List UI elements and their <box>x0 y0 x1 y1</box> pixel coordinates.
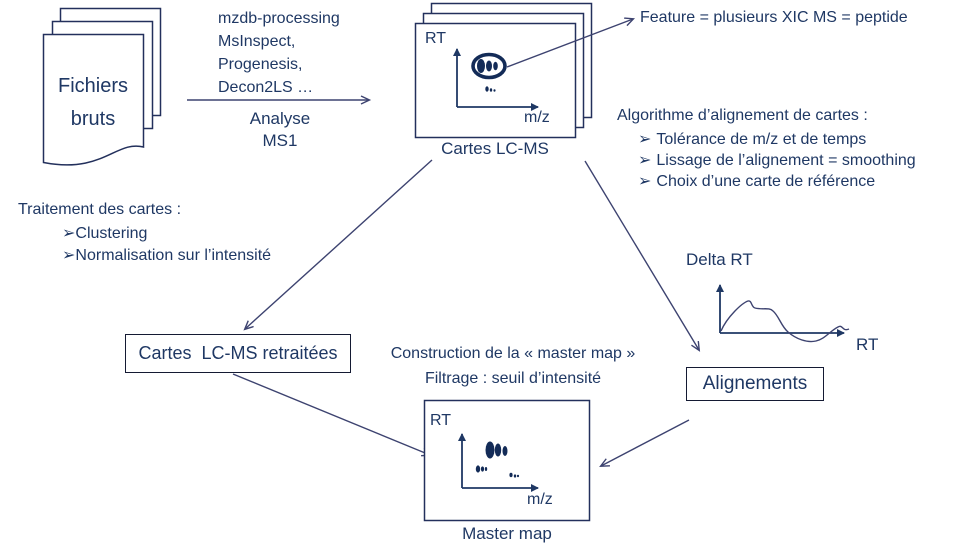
arrow-to-reprocessed <box>245 159 433 329</box>
bullet-item: ➢ Choix d’une carte de référence <box>638 173 876 190</box>
feature-annotation: Feature = plusieurs XIC MS = peptide <box>640 9 908 26</box>
raw-files-icon <box>42 7 162 166</box>
reprocessed-maps-box: Cartes LC-MS retraitées <box>125 334 351 373</box>
master-map-construction-note: Construction de la « master map » Filtra… <box>390 345 636 387</box>
bullet-item: ➢ Lissage de l’alignement = smoothing <box>638 152 916 169</box>
bullet-arrow-icon: ➢ <box>638 173 652 190</box>
master-map-features <box>475 441 520 478</box>
master-map-rt-axis-label: RT <box>430 412 452 429</box>
bullet-arrow-icon: ➢ <box>62 225 76 242</box>
alignment-curve <box>720 300 850 343</box>
arrow-to-alignements <box>584 160 699 350</box>
arrow-feature-callout <box>506 19 633 68</box>
alignements-label: Alignements <box>702 373 808 394</box>
raw-files-label: Fichiers bruts <box>57 75 128 130</box>
master-map-box <box>423 399 591 522</box>
delta-plot-rt-label: RT <box>856 335 879 354</box>
small-feature-dots <box>485 86 496 92</box>
feature-ellipse <box>471 52 507 80</box>
delta-rt-plot <box>716 284 850 343</box>
master-map-mz-axis-label: m/z <box>527 491 553 508</box>
reprocessed-maps-label: Cartes LC-MS retraitées <box>138 343 338 363</box>
arrow-alignements-to-master <box>601 419 690 466</box>
alignment-algorithm-bullets: ➢ Tolérance de m/z et de temps ➢ Lissage… <box>638 129 916 192</box>
lcms-maps-caption: Cartes LC-MS <box>441 139 549 158</box>
bullet-item: ➢ Tolérance de m/z et de temps <box>638 131 867 148</box>
analysis-tools-list: mzdb-processing MsInspect, Progenesis, D… <box>218 10 340 96</box>
master-map-caption: Master map <box>462 524 552 543</box>
lcms-mz-axis-label: m/z <box>524 109 550 126</box>
bullet-arrow-icon: ➢ <box>638 131 652 148</box>
alignements-box: Alignements <box>686 367 824 401</box>
lcms-maps-stack <box>414 2 593 139</box>
arrow-reprocessed-to-master <box>232 373 430 455</box>
delta-rt-axis-label: Delta RT <box>686 250 753 269</box>
map-processing-title: Traitement des cartes : <box>18 201 182 218</box>
analyse-ms1-label: Analyse MS1 <box>249 109 311 150</box>
map-processing-bullets: ➢ Clustering ➢ Normalisation sur l’inten… <box>62 223 271 267</box>
bullet-arrow-icon: ➢ <box>62 247 76 264</box>
bullet-item: ➢ Normalisation sur l’intensité <box>62 245 271 267</box>
alignment-algorithm-title: Algorithme d’alignement de cartes : <box>617 107 868 124</box>
bullet-arrow-icon: ➢ <box>638 152 652 169</box>
bullet-item: ➢ Clustering <box>62 223 271 245</box>
lcms-rt-axis-label: RT <box>425 30 447 47</box>
